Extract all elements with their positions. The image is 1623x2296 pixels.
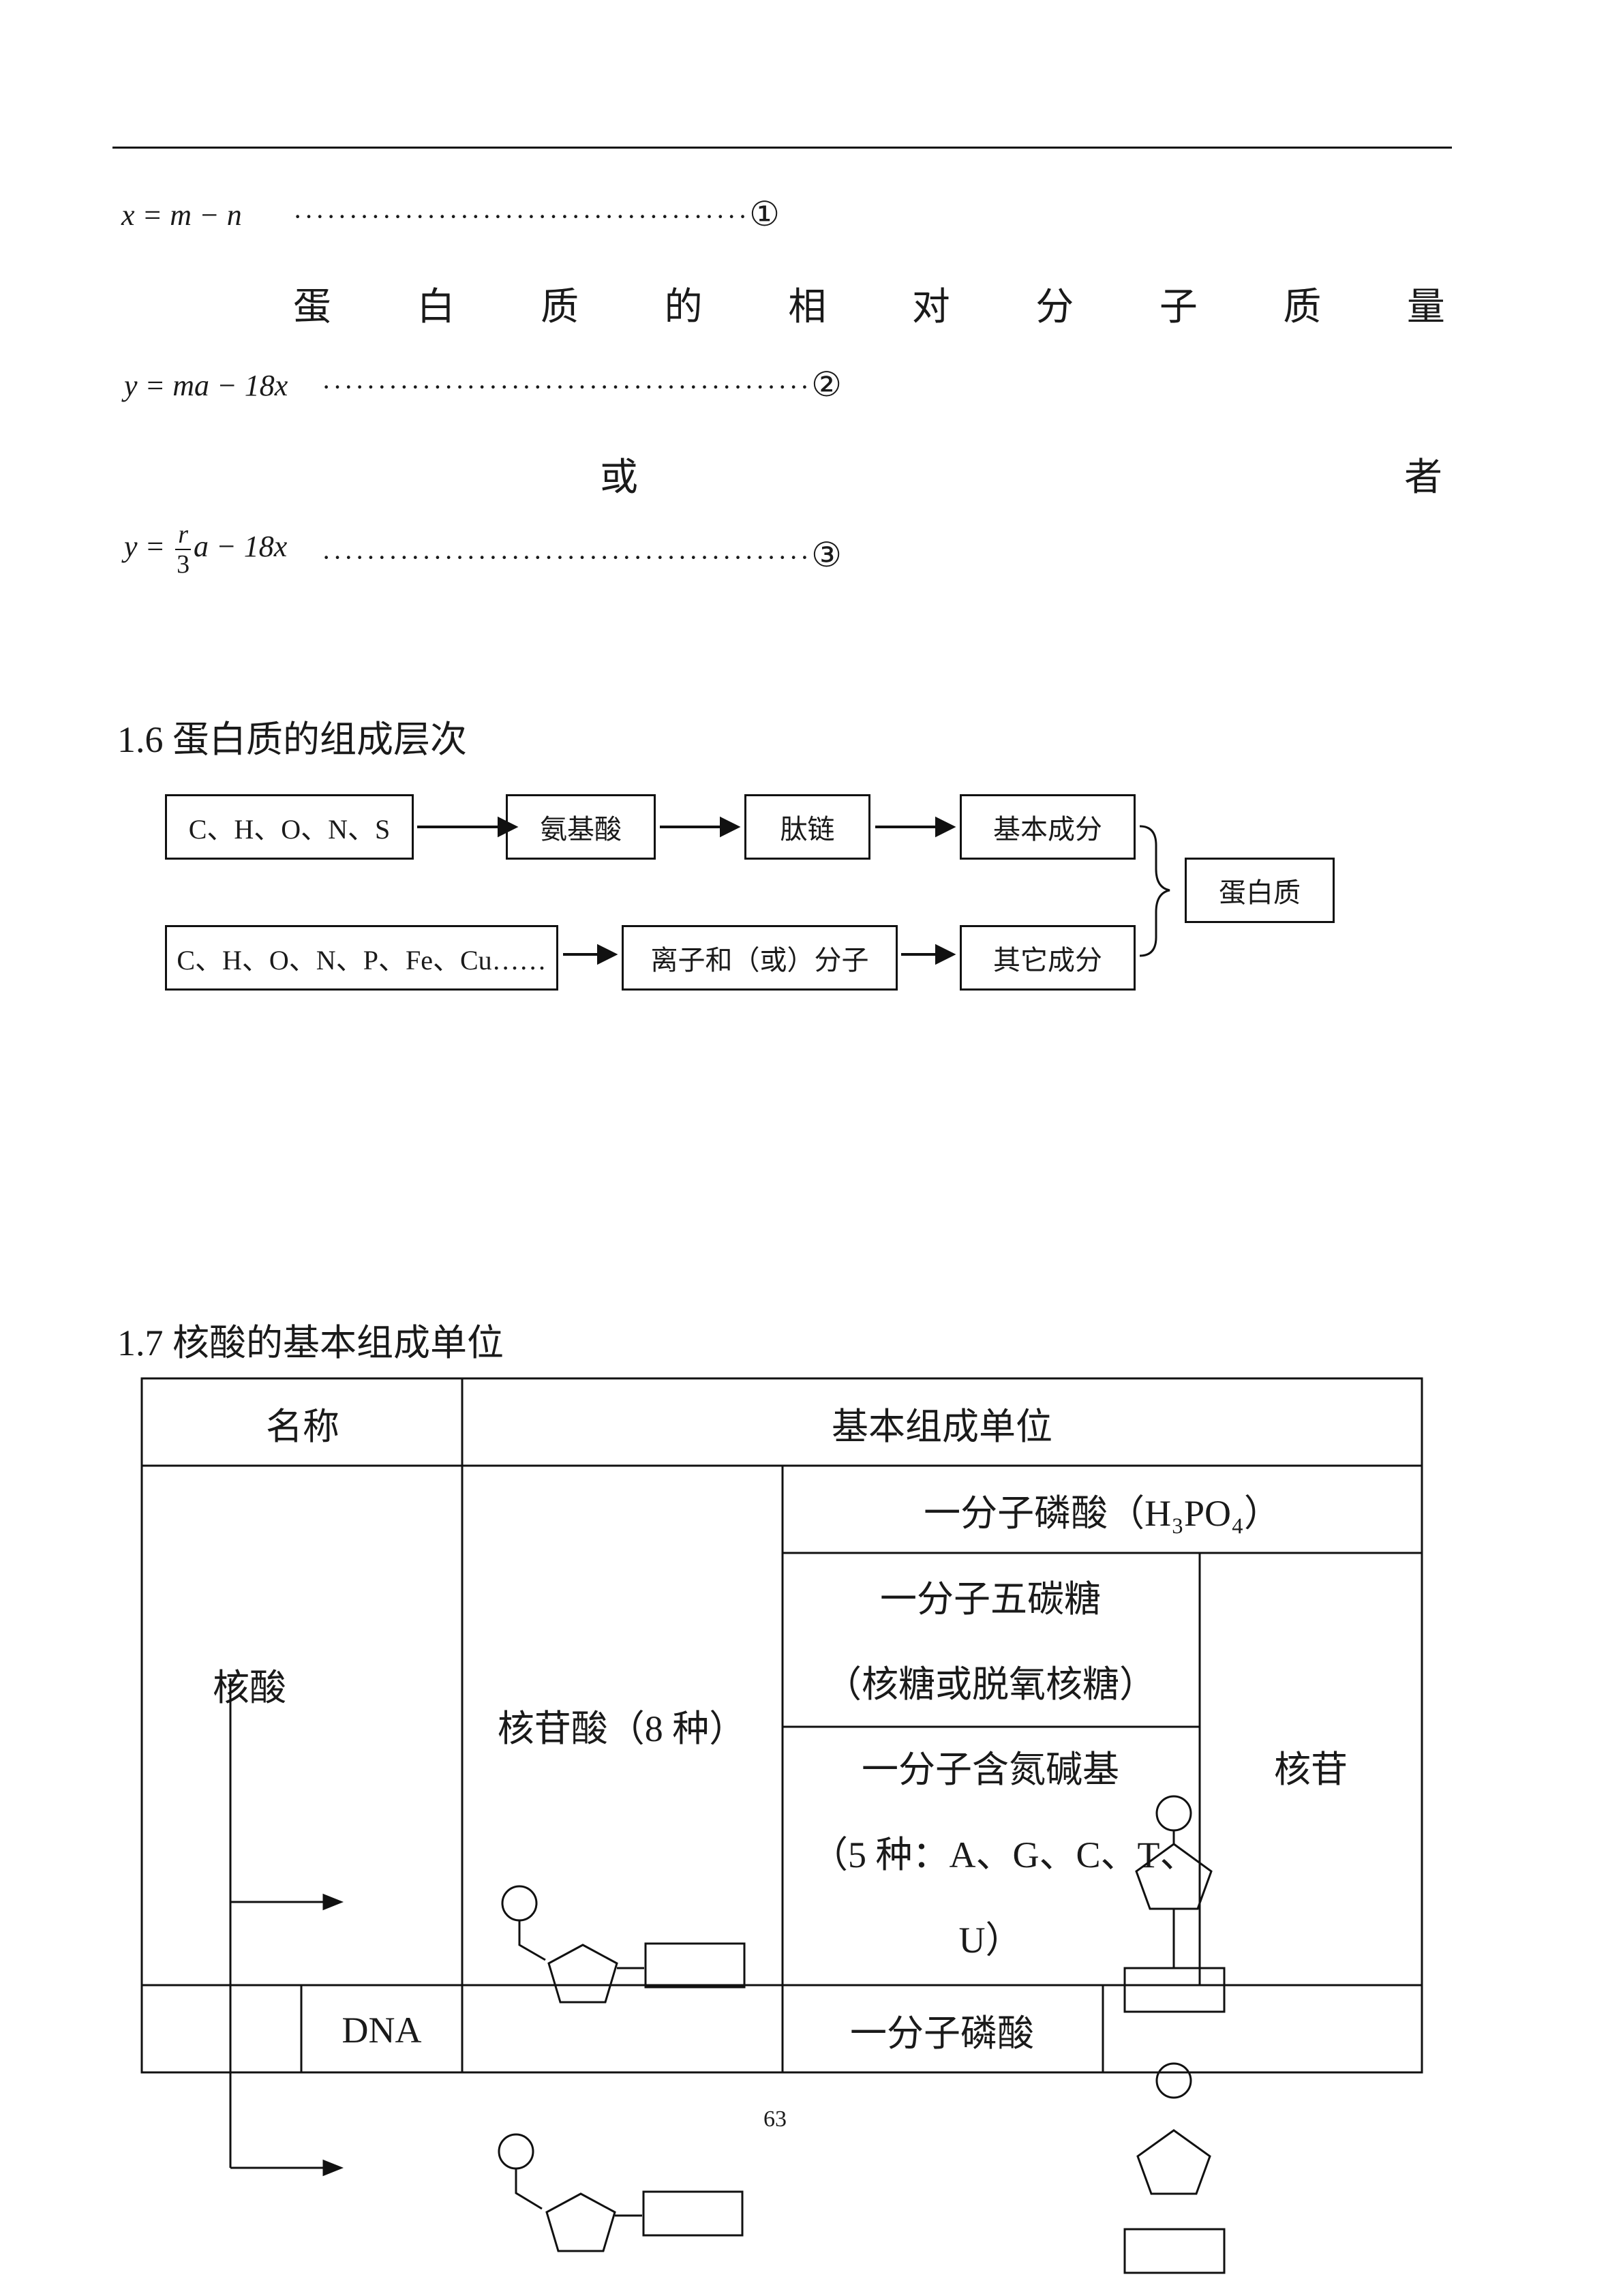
ions-molecules-box: 离子和（或）分子 [622,925,898,991]
table-header-unit: 基本组成单位 [832,1406,1052,1447]
amino-acid-box: 氨基酸 [506,794,656,860]
formula-2: y = ma − 18x [124,369,288,402]
or-label-right: 者 [1404,457,1442,499]
base-line-1: 一分子含氮碱基 [862,1749,1119,1790]
formula-3-marker: ③ [811,536,844,574]
right-brace [1139,825,1170,957]
base-line-2: （5 种：A、G、C、T、 [811,1834,1197,1875]
protein-mass-label: 蛋白质的相对分子质量 [293,286,1445,329]
nucleotide-sketch-1 [501,1885,746,2004]
page-number: 63 [763,2106,787,2132]
section-1-7-heading: 1.7 核酸的基本组成单位 [117,1323,504,1363]
formula-3-leader: ········································… [322,536,844,574]
nucleoside-label: 核苷 [1274,1749,1348,1790]
peptide-chain-box: 肽链 [744,794,870,860]
sugar-line-1: 一分子五碳糖 [880,1578,1101,1620]
phosphate-label: 一分子磷酸（H₃PO₄） [924,1493,1281,1534]
formula-2-marker: ② [811,365,844,404]
protein-box: 蛋白质 [1185,858,1335,923]
nucleotide-sketch-4 [1123,2062,1226,2274]
formula-1: x = m − n [121,198,242,232]
section-1-6-heading: 1.6 蛋白质的组成层次 [117,719,467,760]
base-line-3: U） [958,1919,1022,1961]
sugar-line-2: （核糖或脱氧核糖） [825,1663,1156,1705]
dna-label: DNA [342,2009,422,2051]
formula-1-leader: ········································… [293,195,782,233]
table-header-name: 名称 [266,1406,339,1447]
nucleotide-sketch-3 [498,2133,744,2252]
nucleic-acid-label: 核酸 [213,1667,286,1708]
formula-1-marker: ① [749,195,782,233]
formula-2-leader: ········································… [322,365,844,404]
nucleotide-sketch-2 [1123,1795,1226,2013]
header-rule [112,147,1452,149]
nucleic-acid-table [140,1377,1423,2074]
elements-chnos-box: C、H、O、N、S [165,794,414,860]
or-label-left: 或 [600,457,638,499]
other-component-box: 其它成分 [960,925,1136,991]
elements-extended-box: C、H、O、N、P、Fe、Cu…… [165,925,558,991]
basic-component-box: 基本成分 [960,794,1136,860]
dna-phosphate-label: 一分子磷酸 [850,2013,1034,2054]
nucleotide-label: 核苷酸（8 种） [497,1708,746,1749]
